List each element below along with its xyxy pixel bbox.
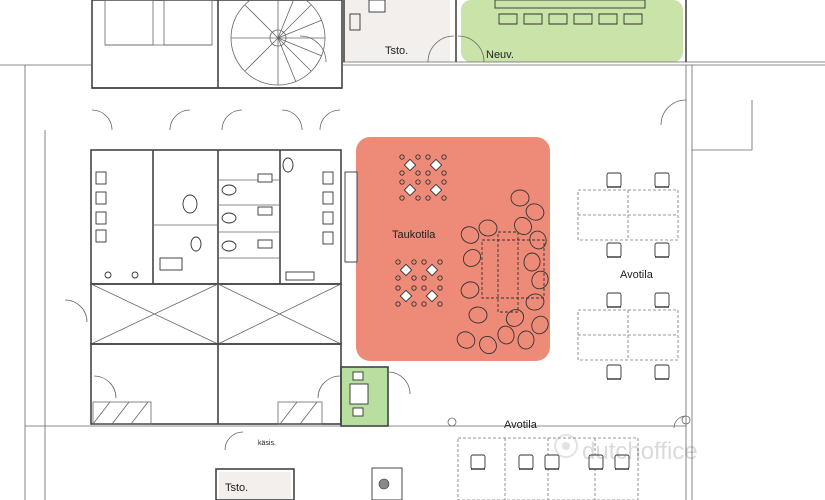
lounge-chair [531,315,549,335]
small-room-furniture [349,371,369,417]
lounge-chair [510,189,530,207]
lower-block [90,343,342,425]
watermark: dutchoffice [554,434,698,465]
lounge-chair [505,309,525,327]
label-taukotila: Taukotila [392,229,436,241]
neuv-chair [573,13,593,25]
desk-chair [654,242,670,258]
label-tsto-bottom: Tsto. [225,482,248,494]
lounge-chair [523,252,541,272]
desk-chair [544,454,560,470]
room-fills [219,0,683,500]
label-kasis: käsis. [258,440,276,447]
label-neuv: Neuv. [486,49,514,61]
cafe-table-set [425,154,447,176]
desk-chair [518,454,534,470]
room-taukotila-fill [356,137,550,361]
lounge-chair [531,270,549,290]
desk-chair [654,172,670,188]
avotila-bottom-desks [371,415,691,500]
neuv-chair [523,13,543,25]
wc-fixtures [95,157,358,281]
spiral-stair [230,0,326,86]
elevators [104,0,213,46]
lounge-chair [517,330,535,350]
neuv-chair [623,13,643,25]
taukotila-furniture [395,154,549,355]
desk-chair [654,364,670,380]
desk-chair [606,292,622,308]
cafe-table-set [395,259,417,281]
avotila-right-desks [577,172,679,380]
cafe-table-set [421,259,443,281]
stair-core-wall [91,0,343,89]
shaft-block [90,283,342,345]
lounge-chair [460,226,480,244]
lounge-chair [497,325,515,345]
desk-chair [606,172,622,188]
lounge-chair [456,331,476,349]
svg-text:dutchoffice: dutchoffice [582,438,698,465]
lounge-chair [460,281,480,299]
desk-chair [614,454,630,470]
desk-chair [654,292,670,308]
lounge-chair [525,293,545,311]
room-tsto-bottom-fill [219,472,291,500]
neuv-chair [598,13,618,25]
wc-block-wall [90,149,342,285]
desk-chair [606,242,622,258]
label-avotila-bottom: Avotila [504,419,538,431]
room-labels: Tsto. Neuv. Taukotila Avotila Avotila Ts… [225,45,654,494]
lounge-chair [479,335,497,355]
tsto-bottom-wall [215,468,295,500]
neuv-chair [498,13,518,25]
room-neuv-fill [461,0,683,62]
cafe-table-set [425,179,447,201]
lounge-chair [468,306,488,324]
label-tsto-top: Tsto. [385,45,408,57]
cafe-table-set [399,154,421,176]
lower-fixtures [92,401,323,425]
lounge-chair [462,249,482,267]
neuv-meeting-table [494,0,646,25]
neuv-chair [548,13,568,25]
lounge-chair [478,219,498,237]
doors [64,35,687,451]
desk-chair [588,454,604,470]
cafe-table-set [421,285,443,307]
lounge-chair [529,230,547,250]
label-avotila-right: Avotila [620,269,654,281]
room-tsto-top-fill [344,0,450,62]
lounge-chair [525,203,545,221]
desk-chair [606,364,622,380]
desk-chair [470,454,486,470]
cafe-table-set [395,285,417,307]
cafe-table-set [399,179,421,201]
tsto-top-furniture [349,0,386,31]
lounge-chair [514,217,532,235]
